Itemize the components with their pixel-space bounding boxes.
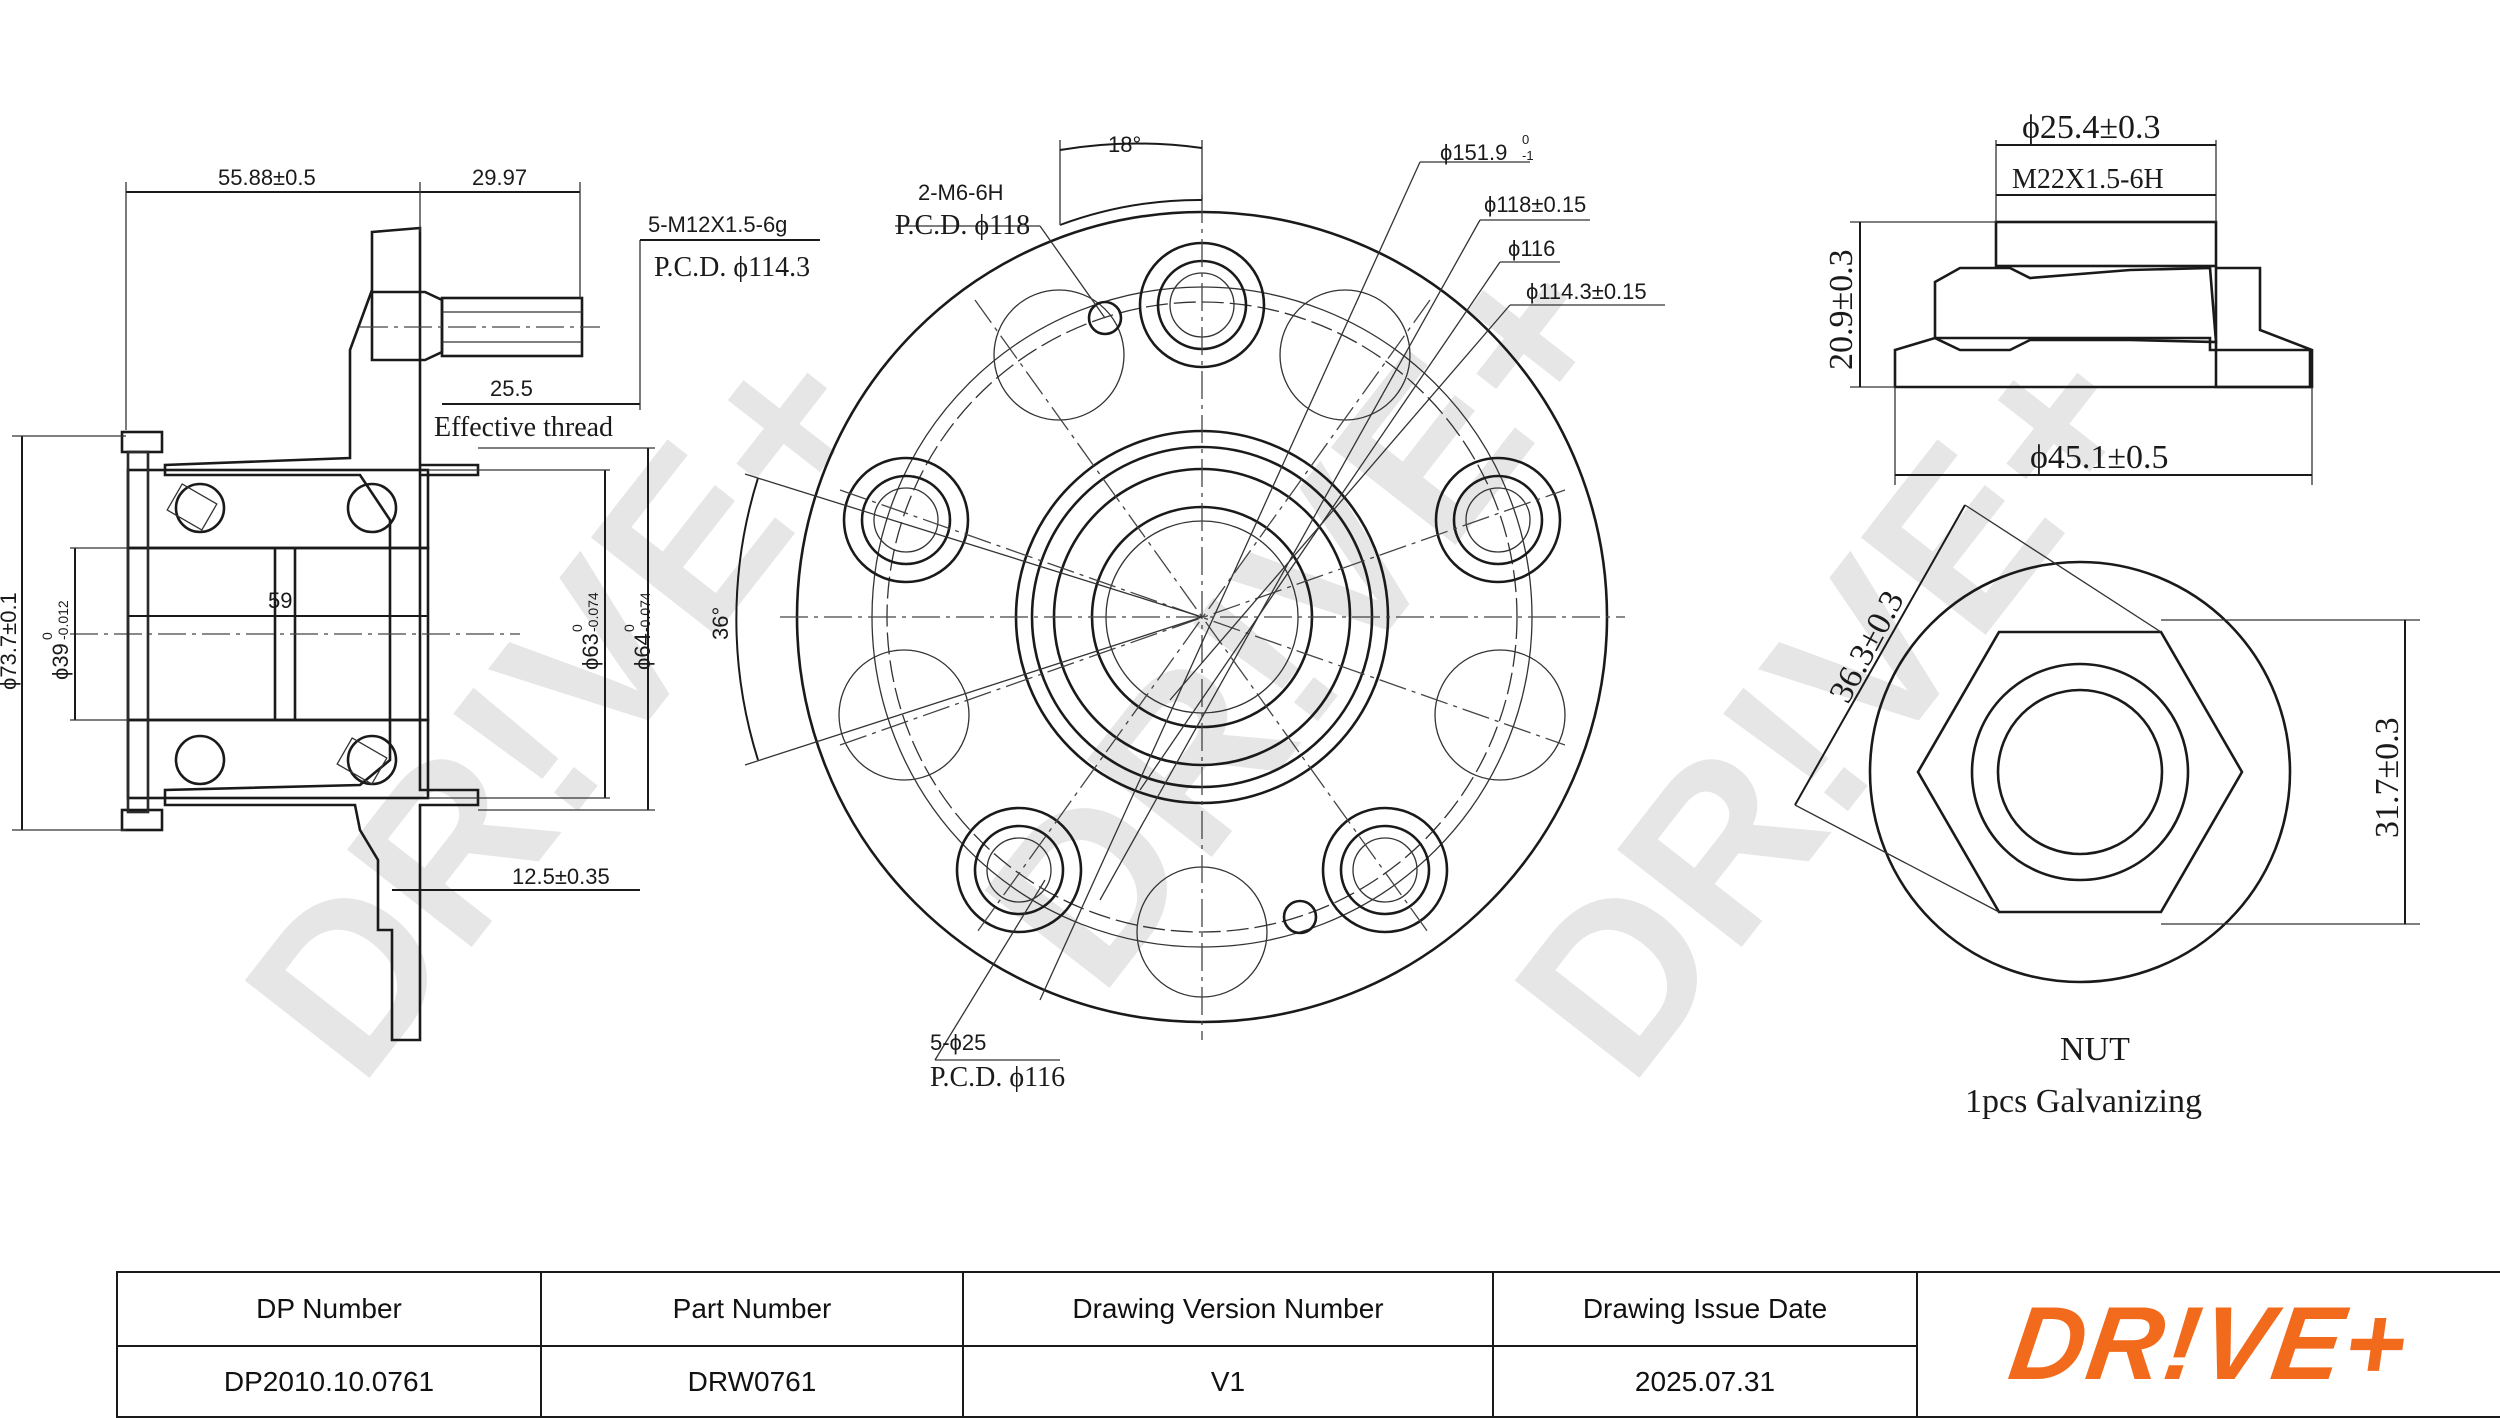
m6-thread-spec: 2-M6-6H <box>918 180 1004 205</box>
stud-hole-3 <box>1321 806 1449 934</box>
nut-thread-circle <box>1996 688 2164 856</box>
brand-logo: DR!VE+ <box>2002 1286 2416 1402</box>
nut-note: 1pcs Galvanizing <box>1965 1083 2202 1120</box>
dim-dia-114-3: ϕ114.3±0.15 <box>1526 279 1647 304</box>
dim-bearing-width-59: 59 <box>268 588 292 613</box>
hub-front-view: 18° 36° 2-M6-6H P.C.D. ϕ118 ϕ151.9 0 -1 … <box>708 132 1665 1093</box>
nut-flange-side <box>1893 336 2312 389</box>
m6-pcd-label: P.C.D. ϕ118 <box>895 210 1030 241</box>
svg-text:ϕ39: ϕ39 <box>48 643 73 680</box>
svg-text:0: 0 <box>39 632 55 640</box>
lightening-hole-2 <box>1434 649 1566 781</box>
angle-18: 18° <box>1108 132 1141 157</box>
header-drawing-version: Drawing Version Number <box>962 1271 1494 1347</box>
dim-dia-118: ϕ118±0.15 <box>1484 192 1586 217</box>
nut-thread-spec: M22X1.5-6H <box>2012 164 2164 195</box>
m6-hole-1 <box>1087 300 1123 336</box>
svg-text:-0.012: -0.012 <box>55 600 71 640</box>
holes-spec: 5-ϕ25 <box>930 1030 986 1055</box>
stud-pcd-label: P.C.D. ϕ114.3 <box>654 252 810 283</box>
stud-hole-4 <box>955 806 1083 934</box>
dim-dia-39: ϕ39 0 -0.012 <box>39 600 73 680</box>
wheel-stud <box>370 290 444 362</box>
bearing-ball-3 <box>174 734 226 786</box>
value-drawing-version: V1 <box>962 1345 1494 1418</box>
dim-25-5: 25.5 <box>490 376 533 401</box>
value-dp-number: DP2010.10.0761 <box>116 1345 542 1418</box>
stud-spec-label: 5-M12X1.5-6g <box>648 212 787 237</box>
header-part-number: Part Number <box>540 1271 964 1347</box>
dim-dia-116: ϕ116 <box>1508 236 1555 261</box>
angle-36: 36° <box>708 607 733 640</box>
stud-hole-2 <box>1434 456 1562 584</box>
header-drawing-issue-date: Drawing Issue Date <box>1492 1271 1918 1347</box>
nut-flange-circle <box>1868 560 2292 984</box>
svg-text:0: 0 <box>1522 132 1529 147</box>
logo-cell: DR!VE+ <box>1916 1271 2500 1418</box>
dim-dia-63: ϕ63 0 -0.074 <box>569 592 603 670</box>
hub-flange-section <box>163 226 480 1042</box>
header-dp-number: DP Number <box>116 1271 542 1347</box>
svg-text:-1: -1 <box>1522 148 1534 163</box>
nut-section-hatch <box>2214 266 2314 389</box>
holes-pcd-label: P.C.D. ϕ116 <box>930 1062 1065 1093</box>
value-part-number: DRW0761 <box>540 1345 964 1418</box>
svg-text:-0.074: -0.074 <box>585 592 601 632</box>
lightening-hole-4 <box>838 649 970 781</box>
bearing-ball-1 <box>174 482 226 534</box>
nut-height: 20.9±0.3 <box>1823 249 1860 370</box>
dim-29-97: 29.97 <box>472 165 527 190</box>
svg-text:0: 0 <box>621 624 637 632</box>
value-drawing-issue-date: 2025.07.31 <box>1492 1345 1918 1418</box>
bearing-ball-2 <box>346 482 398 534</box>
nut-collar-circle <box>1970 662 2190 882</box>
svg-text:ϕ151.9: ϕ151.9 <box>1440 140 1507 165</box>
m6-hole-2 <box>1282 899 1318 935</box>
nut-dia-25-4: ϕ25.4±0.3 <box>2022 109 2161 146</box>
lightening-hole-1 <box>1279 289 1411 421</box>
nut-across-flats: 31.7±0.3 <box>2369 717 2406 838</box>
svg-text:0: 0 <box>569 624 585 632</box>
nut-collar <box>1994 220 2218 268</box>
svg-text:ϕ64: ϕ64 <box>630 633 655 670</box>
effective-thread-label: Effective thread <box>434 412 613 443</box>
dim-55-88: 55.88±0.5 <box>218 165 316 190</box>
nut-label: NUT <box>2060 1031 2130 1068</box>
lightening-hole-5 <box>993 289 1125 421</box>
svg-text:-0.074: -0.074 <box>637 592 653 632</box>
dim-dia-73-7: ϕ73.7±0.1 <box>0 592 21 690</box>
nut-dia-45-1: ϕ45.1±0.5 <box>2030 439 2169 476</box>
title-block: DP Number Part Number Drawing Version Nu… <box>116 1271 2500 1418</box>
nut-view: ϕ25.4±0.3 M22X1.5-6H 20.9±0.3 ϕ45.1±0.5 … <box>1794 109 2420 1120</box>
hub-side-view: 55.88±0.5 29.97 5-M12X1.5-6g P.C.D. ϕ114… <box>0 165 820 1042</box>
stud-hole-5 <box>842 456 970 584</box>
dim-flange-thickness: 12.5±0.35 <box>512 864 610 889</box>
dim-dia-151-9: ϕ151.9 0 -1 <box>1440 132 1534 165</box>
dim-dia-64: ϕ64 0 -0.074 <box>621 592 655 670</box>
svg-text:ϕ63: ϕ63 <box>578 633 603 670</box>
